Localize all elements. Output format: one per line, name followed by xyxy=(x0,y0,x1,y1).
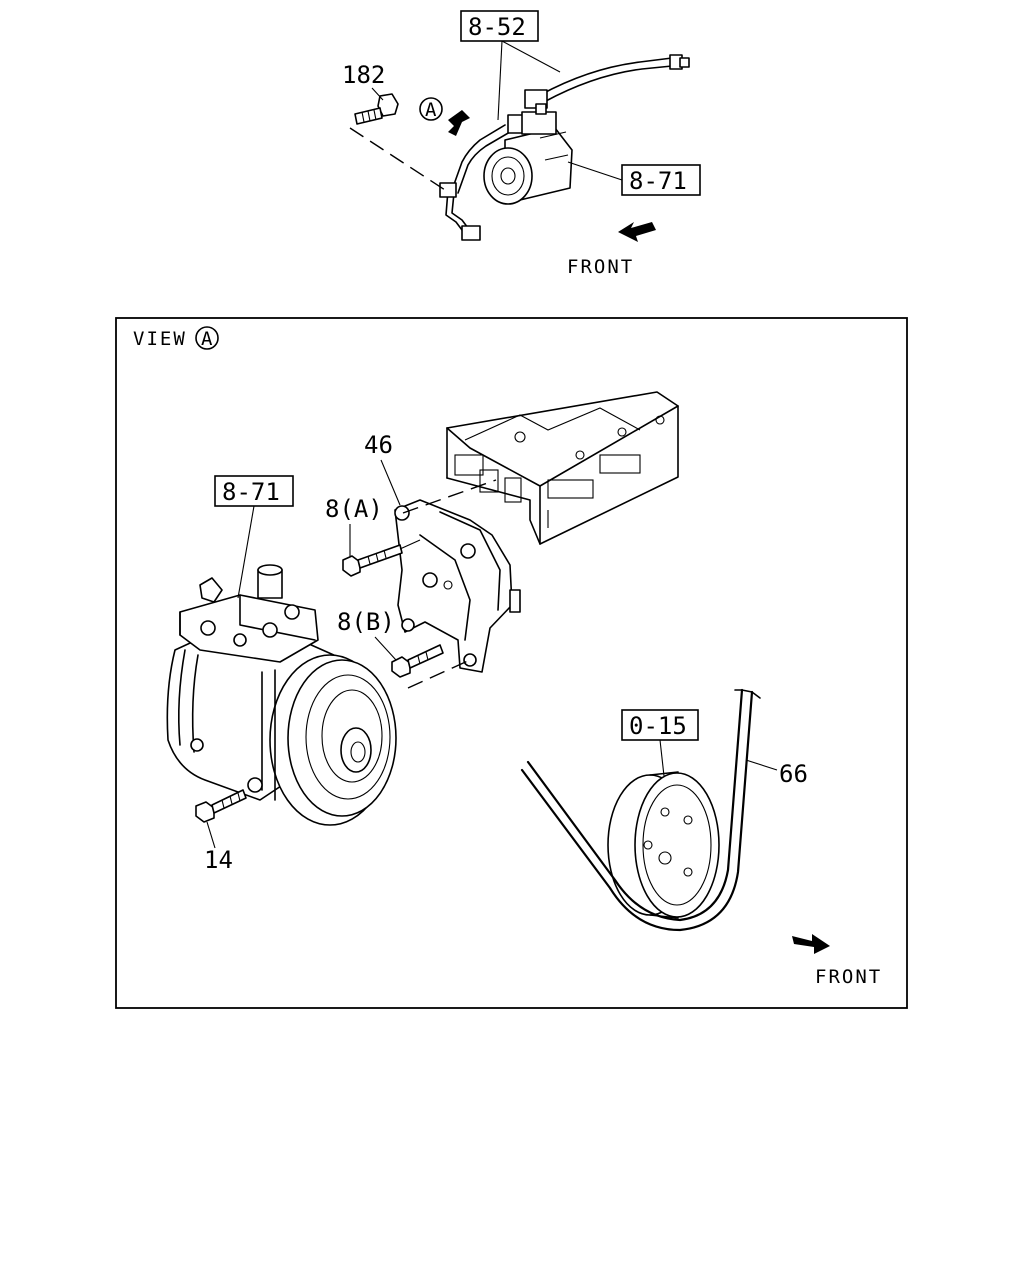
label-pulley-0-15: 0-15 xyxy=(629,712,687,740)
label-box-8-71-detail xyxy=(214,475,294,507)
label-bolt-14: 14 xyxy=(204,846,233,874)
bolt-182-drawing xyxy=(349,93,446,191)
label-hose-8-52: 8-52 xyxy=(468,13,526,41)
detail-view-title-marker-circle xyxy=(195,326,219,350)
engine-block-drawing xyxy=(446,391,679,545)
label-box-8-71-top xyxy=(621,164,701,196)
detail-view-title: VIEW xyxy=(133,328,187,350)
detail-view-title-marker: A xyxy=(201,328,214,350)
label-bracket-46: 46 xyxy=(364,431,393,459)
detail-view-frame: VIEW A xyxy=(115,317,908,1009)
front-arrow-top xyxy=(618,222,656,242)
label-bolt-182: 182 xyxy=(342,61,385,89)
bolt-8b-drawing xyxy=(391,644,471,689)
label-bolt-8a: 8(A) xyxy=(325,495,383,523)
front-label-detail: FRONT xyxy=(815,966,882,988)
label-compressor-8-71-detail: 8-71 xyxy=(222,478,280,506)
front-arrow-detail xyxy=(792,934,830,954)
label-bolt-8b: 8(B) xyxy=(337,608,395,636)
label-belt-66: 66 xyxy=(779,760,808,788)
belt-66-drawing xyxy=(520,688,761,932)
view-marker-letter: A xyxy=(425,99,438,121)
view-direction-arrow xyxy=(448,110,470,136)
compressor-large-drawing xyxy=(166,564,397,826)
view-marker-circle xyxy=(419,97,443,121)
front-label-top: FRONT xyxy=(567,256,634,278)
pulley-drawing xyxy=(607,771,720,919)
top-overview: A 182 8-52 8-71 FRONT xyxy=(342,10,701,278)
label-compressor-8-71-top: 8-71 xyxy=(629,167,687,195)
bolt-8a-drawing xyxy=(342,539,421,577)
bracket-46-drawing xyxy=(394,479,521,673)
label-box-8-52 xyxy=(460,10,539,42)
compressor-small-drawing xyxy=(483,103,573,205)
bolt-14-drawing xyxy=(195,789,247,823)
